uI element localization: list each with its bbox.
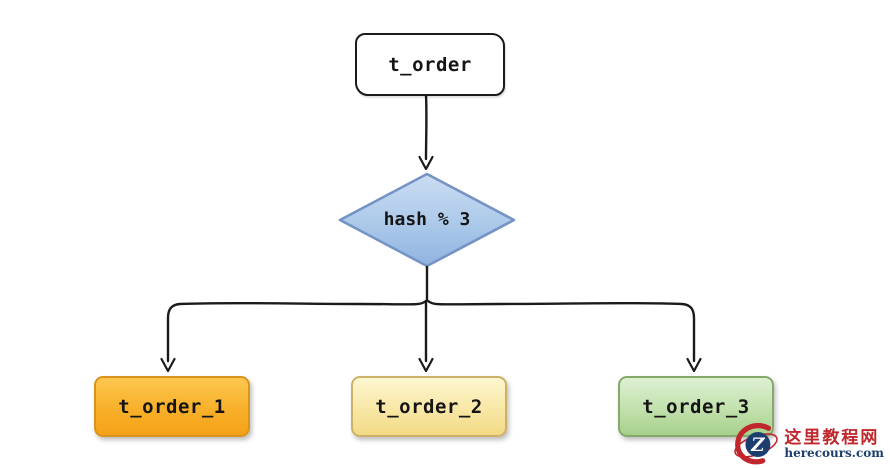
arrowhead-into-shard-3 — [686, 357, 702, 373]
arrowhead-into-shard-1 — [160, 357, 176, 373]
logo-red-swoosh — [735, 423, 772, 465]
logo-circle — [745, 432, 771, 457]
watermark: Z 这里教程网 herecours.com — [733, 423, 888, 466]
arrowhead-into-decision — [418, 155, 434, 171]
watermark-site-name: 这里教程网 — [784, 427, 880, 448]
node-t-order: t_order — [355, 33, 505, 96]
node-t-order-2: t_order_2 — [351, 376, 507, 437]
decision-hash-label: hash % 3 — [383, 209, 471, 230]
watermark-site-url: herecours.com — [784, 446, 884, 461]
watermark-text: 这里教程网 herecours.com — [784, 427, 888, 461]
node-t-order-3: t_order_3 — [618, 376, 774, 437]
edge-branch-right — [426, 299, 696, 363]
node-t-order-3-label: t_order_3 — [642, 395, 750, 418]
node-t-order-label: t_order — [388, 53, 472, 76]
logo-letter: Z — [751, 435, 766, 456]
node-t-order-1: t_order_1 — [94, 376, 250, 437]
watermark-logo-icon: Z — [734, 423, 779, 465]
arrowhead-into-shard-2 — [418, 357, 434, 373]
edge-branch-left — [166, 299, 428, 363]
node-t-order-1-label: t_order_1 — [118, 395, 226, 418]
node-t-order-2-label: t_order_2 — [375, 395, 483, 418]
